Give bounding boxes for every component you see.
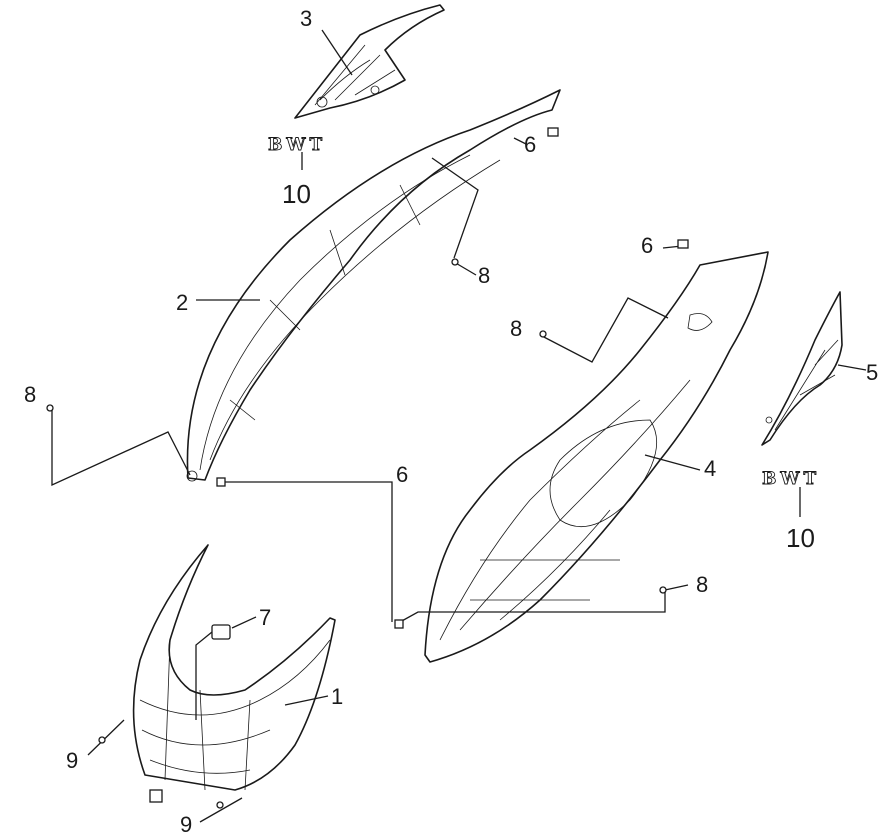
callout-9-bottom: 9 [180,812,192,837]
screw-9 [216,801,224,809]
emblem-right: BWT [762,469,820,489]
callout-8-upper: 8 [478,263,490,288]
callout-2: 2 [176,290,188,315]
clip-6 [547,127,559,137]
screw-8 [659,586,667,594]
leader-lines [51,29,867,823]
callout-1: 1 [331,684,343,709]
callout-8-lower: 8 [696,572,708,597]
screw-9 [98,736,106,744]
clip-6 [677,239,689,249]
callout-4: 4 [704,456,716,481]
callout-7: 7 [259,605,271,630]
part-1-front-lower-cover [132,544,336,803]
callout-10-left: 10 [282,179,311,209]
callout-8-left: 8 [24,382,36,407]
screw-8 [451,258,459,266]
callout-5: 5 [866,360,878,385]
callout-9-left: 9 [66,748,78,773]
screw-8 [539,330,547,338]
callout-10-right: 10 [786,523,815,553]
callout-6-right: 6 [641,233,653,258]
callout-6-top: 6 [524,132,536,157]
part-2-side-rail [186,89,561,482]
callout-8-center: 8 [510,316,522,341]
part-3-upper-trim [294,4,445,119]
emblem-left: BWT [268,135,326,155]
screw-8 [46,404,54,412]
clip-6 [394,619,404,629]
part-5-side-trim [761,291,843,446]
fasteners [46,127,689,809]
clip-6 [216,477,226,487]
callout-3: 3 [300,6,312,31]
part-4-rear-side-panel [424,251,769,663]
callout-6-middle: 6 [396,462,408,487]
